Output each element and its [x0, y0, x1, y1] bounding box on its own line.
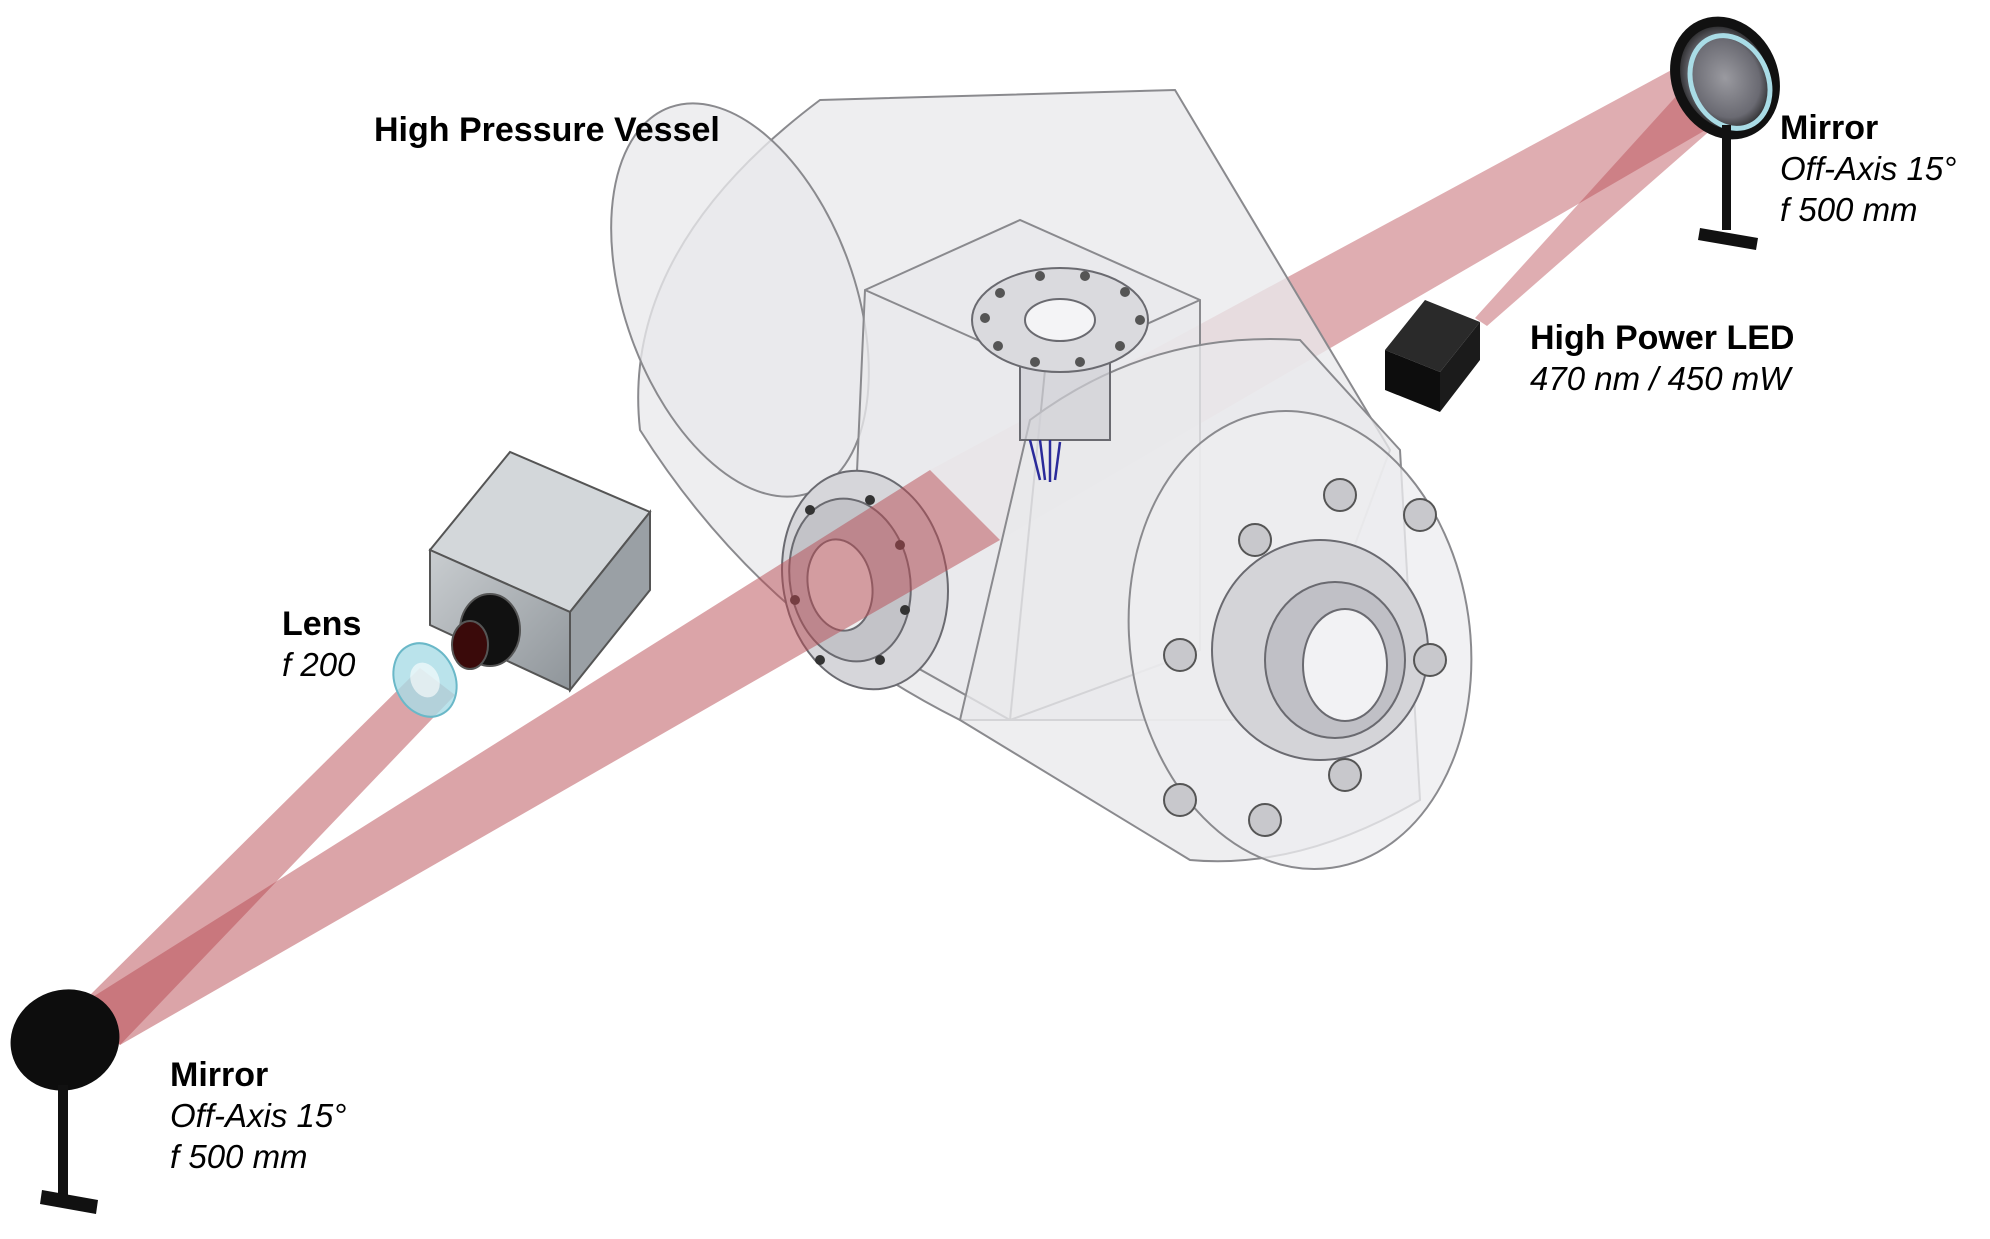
mirror-top-assembly: [1670, 16, 1780, 250]
front-window-opening: [1302, 608, 1388, 722]
lens-center: [410, 662, 440, 698]
camera: [428, 450, 652, 693]
led-top-face: [1385, 300, 1480, 372]
label-mirror-bottom: Mirror Off-Axis 15° f 500 mm: [170, 1055, 346, 1177]
spark-marker: [1028, 439, 1062, 482]
focusing-cone: [85, 668, 455, 1045]
top-window-flange: [971, 267, 1149, 441]
vessel-label-title: High Pressure Vessel: [374, 111, 720, 149]
mirror-bottom-base: [40, 1190, 98, 1214]
front-window-flange: [1163, 478, 1447, 837]
mirror-bottom-label-angle: Off-Axis 15°: [170, 1097, 347, 1135]
label-high-pressure-vessel: High Pressure Vessel: [374, 110, 720, 151]
mirror-bottom-assembly: [10, 989, 120, 1214]
mirror-top-rim: [1687, 33, 1773, 131]
label-lens: Lens f 200: [282, 604, 361, 686]
mirror-bottom-label-title: Mirror: [170, 1056, 269, 1094]
mirror-top-base: [1698, 228, 1758, 250]
label-high-power-led: High Power LED 470 nm / 450 mW: [1530, 318, 1794, 400]
led-front-face: [1385, 350, 1440, 412]
front-cap-bolts: [1163, 478, 1447, 837]
label-mirror-top: Mirror Off-Axis 15° f 500 mm: [1780, 108, 1956, 230]
mirror-top-post: [1722, 125, 1731, 230]
led-side-face: [1440, 322, 1480, 412]
mirror-top-label-title: Mirror: [1780, 109, 1879, 147]
lens-label-title: Lens: [282, 605, 362, 643]
mirror-bottom-post: [58, 1085, 68, 1200]
led-module: [1385, 300, 1480, 412]
camera-lens-aperture: [451, 620, 489, 670]
lens: [392, 642, 458, 718]
mirror-bottom-label-focal: f 500 mm: [170, 1137, 308, 1175]
camera-side-face: [569, 509, 651, 693]
top-flange-bolts: [980, 271, 1145, 367]
collimated-beam-lower: [80, 470, 1000, 1045]
led-label-title: High Power LED: [1530, 319, 1795, 357]
led-label-spec: 470 nm / 450 mW: [1530, 360, 1791, 398]
mirror-top-label-focal: f 500 mm: [1780, 190, 1918, 228]
mirror-top-label-angle: Off-Axis 15°: [1780, 150, 1957, 188]
led-illumination-cone: [1475, 70, 1745, 326]
mirror-bottom-face: [10, 989, 120, 1091]
beam-front-layer: [80, 470, 1000, 1045]
top-window-opening: [1024, 298, 1096, 342]
lens-label-focal: f 200: [282, 646, 356, 684]
